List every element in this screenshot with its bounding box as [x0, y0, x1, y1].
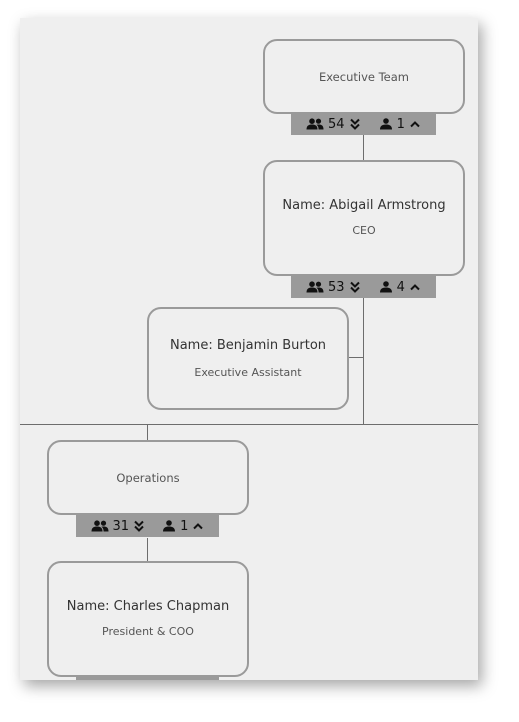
direct-count-stat: 4: [379, 280, 421, 295]
group-count-stat: 53: [306, 280, 361, 295]
group-icon: [306, 281, 324, 293]
coo-stats-strip: [76, 677, 219, 680]
ceo-node[interactable]: Name: Abigail Armstrong CEO: [263, 160, 465, 276]
person-icon: [379, 118, 392, 130]
org-chart-canvas: Executive Team 54 1 Name: Abigail Armstr…: [20, 18, 478, 680]
operations-title: Operations: [116, 470, 180, 485]
connector-ceo-trunk: [363, 298, 364, 425]
group-count: 31: [112, 518, 130, 534]
executive-team-stats: 54 1: [291, 113, 436, 135]
operations-node[interactable]: Operations: [47, 440, 249, 515]
group-count-stat: 54: [306, 117, 361, 132]
double-chevron-down-icon[interactable]: [349, 118, 361, 130]
direct-count: 1: [180, 518, 189, 534]
group-count-stat: 31: [91, 519, 146, 534]
person-icon: [163, 520, 176, 532]
person-icon: [379, 281, 392, 293]
operations-stats: 31 1: [76, 515, 219, 537]
assistant-node[interactable]: Name: Benjamin Burton Executive Assistan…: [147, 307, 349, 410]
executive-team-node[interactable]: Executive Team: [263, 39, 465, 114]
chevron-up-icon[interactable]: [409, 281, 421, 293]
assistant-role: Executive Assistant: [194, 365, 302, 379]
chevron-up-icon[interactable]: [192, 520, 204, 532]
connector-operations-to-coo: [147, 538, 148, 562]
coo-node[interactable]: Name: Charles Chapman President & COO: [47, 561, 249, 677]
direct-count-stat: 1: [379, 117, 421, 132]
assistant-name: Name: Benjamin Burton: [169, 337, 327, 353]
coo-name: Name: Charles Chapman: [66, 599, 230, 614]
connector-exec-to-ceo: [363, 135, 364, 161]
group-icon: [91, 520, 109, 532]
double-chevron-down-icon[interactable]: [133, 520, 145, 532]
connector-horizontal-bus: [20, 424, 478, 425]
double-chevron-down-icon[interactable]: [349, 281, 361, 293]
direct-count: 4: [396, 279, 405, 295]
ceo-role: CEO: [352, 224, 376, 237]
group-count: 53: [328, 279, 345, 295]
direct-count: 1: [396, 116, 405, 132]
ceo-stats: 53 4: [291, 276, 436, 298]
group-count: 54: [328, 116, 345, 132]
connector-bus-to-operations: [147, 424, 148, 441]
executive-team-title: Executive Team: [318, 69, 410, 84]
group-icon: [306, 118, 324, 130]
chevron-up-icon[interactable]: [409, 118, 421, 130]
connector-assistant-branch: [348, 357, 364, 358]
ceo-name: Name: Abigail Armstrong: [282, 198, 446, 213]
direct-count-stat: 1: [162, 519, 204, 534]
coo-role: President & COO: [102, 625, 194, 638]
